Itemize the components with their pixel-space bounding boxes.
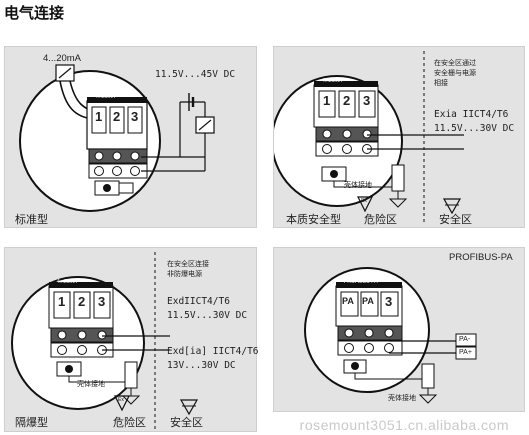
hazard-zone-label: 危险区 <box>364 214 397 226</box>
panel-caption: 标准型 <box>15 214 48 226</box>
terminal-1: PA <box>342 296 354 306</box>
safe-note-line-1: 在安全区通过 <box>434 60 476 67</box>
ground-label: 壳体接地 <box>388 395 416 402</box>
spec-1: Exia IICT4/T6 <box>434 109 509 120</box>
terminal-3: 3 <box>98 294 106 309</box>
spec-4: 13V...30V DC <box>167 360 236 371</box>
panel-profibus: PROFIBUS-PA PROFIBUS-PA PA PA 3 PA- PA+ … <box>273 247 525 412</box>
ex-symbol: Ex <box>361 198 367 204</box>
safe-note-line-3: 相接 <box>434 80 448 87</box>
ground-label: 壳体接地 <box>77 381 105 388</box>
standard-wiring-diagram <box>19 64 215 212</box>
terminal-3: 3 <box>131 109 139 124</box>
flameproof-wiring-diagram <box>11 252 199 429</box>
profibus-title: PROFIBUS-PA <box>449 252 513 263</box>
terminal-3: 3 <box>363 93 371 108</box>
board-label: PROFIBUS-PA <box>344 279 378 285</box>
spec-2: 11.5V...30V DC <box>434 123 515 134</box>
current-label: 4...20mA <box>43 53 82 64</box>
pa-minus-label: PA- <box>459 336 471 343</box>
safe-note-line-1: 在安全区连接 <box>167 261 209 268</box>
terminal-2: PA <box>362 296 374 306</box>
safe-zone-label: 安全区 <box>439 214 472 226</box>
voltage-label: 11.5V...45V DC <box>155 69 236 80</box>
safe-note-line-2: 安全栅与电源 <box>434 70 476 77</box>
panel-standard: 4...20mA 11.5V...45V DC 4...20mA 1 2 3 标… <box>4 46 257 228</box>
panel-flameproof: 在安全区连接 非防爆电源 ExdIICT4/T6 11.5V...30V DC … <box>4 247 259 432</box>
pa-plus-label: PA+ <box>459 349 472 356</box>
intrinsic-wiring-diagram <box>274 51 464 225</box>
page-title: 电气连接 <box>4 4 65 22</box>
terminal-1: 1 <box>323 93 331 108</box>
terminal-3: 3 <box>385 294 393 309</box>
board-label: 4...20mA <box>95 94 116 100</box>
ex-symbol: Ex <box>118 397 124 403</box>
safe-note-line-2: 非防爆电源 <box>167 271 202 278</box>
panel-intrinsic: 在安全区通过 安全栅与电源 相接 Exia IICT4/T6 11.5V...3… <box>273 46 525 228</box>
terminal-2: 2 <box>113 109 121 124</box>
terminal-1: 1 <box>95 109 103 124</box>
safe-zone-label: 安全区 <box>170 417 203 429</box>
profibus-wiring-diagram <box>304 267 477 404</box>
terminal-2: 2 <box>78 294 86 309</box>
spec-3: Exd[ia] IICT4/T6 <box>167 346 259 357</box>
spec-2: 11.5V...30V DC <box>167 310 248 321</box>
ground-label: 壳体接地 <box>344 182 372 189</box>
board-label: 4...20mA <box>57 279 78 285</box>
hazard-zone-label: 危险区 <box>113 417 146 429</box>
panel-caption: 隔爆型 <box>15 417 48 429</box>
terminal-2: 2 <box>343 93 351 108</box>
panel-caption: 本质安全型 <box>286 214 341 226</box>
spec-1: ExdIICT4/T6 <box>167 296 230 307</box>
board-label: 4...20mA <box>322 78 343 84</box>
watermark: rosemount3051.cn.alibaba.com <box>299 417 509 433</box>
terminal-1: 1 <box>58 294 66 309</box>
